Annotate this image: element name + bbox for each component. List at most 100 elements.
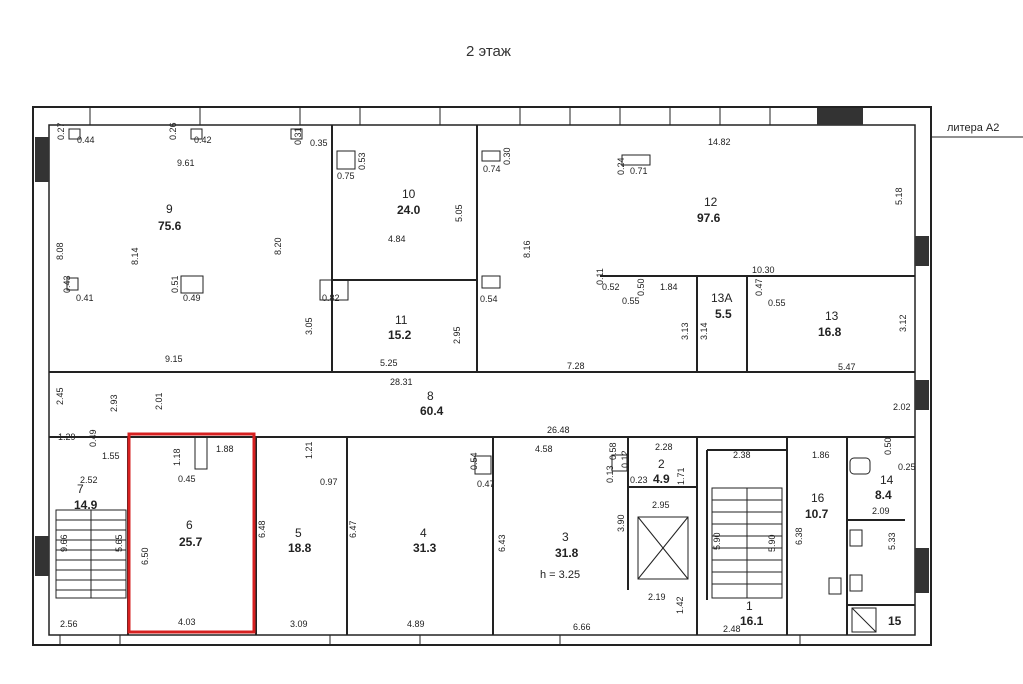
dimension-label: 2.38 <box>733 450 751 460</box>
room-number: 13 <box>825 309 839 323</box>
dimension-label: 5.18 <box>894 187 904 205</box>
dimension-label: 0.54 <box>480 294 498 304</box>
dimension-label: 3.14 <box>699 322 709 340</box>
dimension-label: 4.84 <box>388 234 406 244</box>
dimension-label: 0.11 <box>595 268 605 285</box>
room-number: 12 <box>704 195 718 209</box>
building-label: литера A2 <box>947 122 999 134</box>
dimension-label: 2.95 <box>652 500 670 510</box>
dimension-label: 0.26 <box>168 122 178 140</box>
dimension-label: 0.50 <box>883 437 893 455</box>
room-number: 8 <box>427 389 434 403</box>
dimension-label: 5.47 <box>838 362 856 372</box>
dimension-label: 9.15 <box>165 354 183 364</box>
room-number: 2 <box>658 457 665 471</box>
dimension-label: 8.08 <box>55 242 65 260</box>
dimension-label: 6.48 <box>257 520 267 538</box>
room-area: 31.3 <box>413 541 437 555</box>
room-area: 24.0 <box>397 203 421 217</box>
elevator-shaft <box>637 516 689 580</box>
dimension-label: 0.51 <box>170 275 180 293</box>
dimension-label: 0.82 <box>322 293 340 303</box>
dimension-label: 14.82 <box>708 137 731 147</box>
dimension-label: 2.02 <box>893 402 911 412</box>
room-area: 10.7 <box>805 507 829 521</box>
bathroom-fixtures <box>828 457 877 633</box>
room-labels: 9 75.6 10 24.0 11 15.2 12 97.6 13A 5.5 1… <box>74 187 902 628</box>
dimension-label: 6.47 <box>348 520 358 538</box>
dimension-label: 1.29 <box>58 432 76 442</box>
dimension-label: 0.53 <box>357 152 367 170</box>
interior-walls <box>49 125 915 635</box>
dimension-label: 4.89 <box>407 619 425 629</box>
dimension-label: 0.55 <box>622 296 640 306</box>
room-area: 60.4 <box>420 404 444 418</box>
room-number: 1 <box>746 599 753 613</box>
dimension-label: 2.45 <box>55 387 65 405</box>
room-number: 6 <box>186 518 193 532</box>
room-area: 18.8 <box>288 541 312 555</box>
room-number: 11 <box>395 313 408 327</box>
dimension-label: 0.13 <box>605 465 615 483</box>
dimension-label: 0.50 <box>636 278 646 296</box>
dimension-label: 6.38 <box>794 527 804 545</box>
dimension-label: 3.90 <box>616 514 626 532</box>
dimension-label: 5.90 <box>767 534 777 552</box>
dimension-label: 5.05 <box>454 204 464 222</box>
room-number: 4 <box>420 526 427 540</box>
dimension-label: 8.16 <box>522 240 532 258</box>
dimension-label: 1.88 <box>216 444 234 454</box>
room-number: 3 <box>562 530 569 544</box>
dimension-label: 6.66 <box>573 622 591 632</box>
room-area: 15.2 <box>388 328 412 342</box>
dimension-label: 1.71 <box>676 467 686 485</box>
dimension-label: 5.90 <box>712 532 722 550</box>
dimension-label: 9.66 <box>59 534 69 552</box>
outer-wall <box>32 106 932 646</box>
room-area: 8.4 <box>875 488 892 502</box>
dimension-label: 2.95 <box>452 326 462 344</box>
dimension-label: 5.25 <box>380 358 398 368</box>
room-area: 16.8 <box>818 325 842 339</box>
dimension-label: 0.58 <box>608 442 618 460</box>
room-area: 5.5 <box>715 307 732 321</box>
dimension-label: 0.25 <box>898 462 916 472</box>
dimension-label: 8.14 <box>130 247 140 265</box>
dimension-label: 2.19 <box>648 592 666 602</box>
room-number: 9 <box>166 202 173 216</box>
height-note: h = 3.25 <box>540 569 580 581</box>
floor-title: 2 этаж <box>466 43 511 60</box>
dimension-label: 0.52 <box>602 282 620 292</box>
dimension-label: 1.55 <box>102 451 120 461</box>
room-number: 14 <box>880 473 894 487</box>
room-area: 31.8 <box>555 546 579 560</box>
windows <box>59 108 801 645</box>
dimension-label: 0.75 <box>337 171 355 181</box>
room-number: 15 <box>888 614 902 628</box>
dimension-label: 0.12 <box>620 450 630 468</box>
dimension-label: 3.12 <box>898 314 908 332</box>
dimension-label: 2.01 <box>154 392 164 410</box>
wall-hatch <box>915 548 929 593</box>
dimension-label: 0.41 <box>76 293 94 303</box>
dimension-label: 4.03 <box>178 617 196 627</box>
dimension-label: 0.49 <box>183 293 201 303</box>
dimension-label: 2.52 <box>80 475 98 485</box>
room-area: 97.6 <box>697 211 721 225</box>
column-markers <box>66 128 651 475</box>
dimension-label: 1.21 <box>304 441 314 459</box>
dimension-label: 2.09 <box>872 506 890 516</box>
dimension-label: 10.30 <box>752 265 775 275</box>
dimension-label: 6.50 <box>140 547 150 565</box>
dimension-label: 0.47 <box>754 278 764 296</box>
room-number: 16 <box>811 491 825 505</box>
room-6-highlight[interactable] <box>127 432 256 634</box>
dimension-label: 0.31 <box>293 127 303 145</box>
dimension-label: 0.43 <box>62 275 72 293</box>
wall-hatch <box>915 236 929 266</box>
dimension-label: 0.47 <box>477 479 495 489</box>
dimension-label: 1.84 <box>660 282 678 292</box>
dimension-label: 0.27 <box>56 122 66 140</box>
wall-hatch <box>35 137 49 182</box>
